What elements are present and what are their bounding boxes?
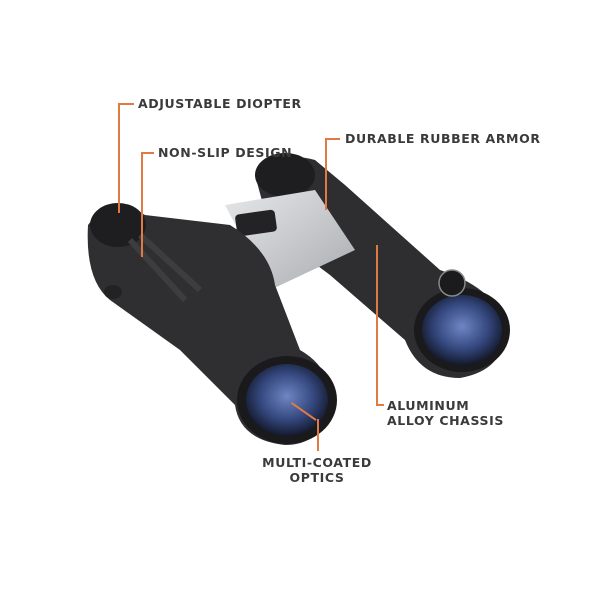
optics-callout-line (317, 419, 319, 451)
non-slip-callout-line (141, 152, 154, 154)
armor-callout-line (325, 138, 340, 140)
diopter-callout-line (118, 103, 120, 213)
callout-line1: MULTI-COATED (262, 455, 372, 470)
non-slip-callout-line (141, 152, 143, 257)
brand-badge-icon (438, 269, 466, 297)
strap-loop (104, 285, 122, 299)
callout-line1: ALUMINUM (387, 398, 470, 413)
callout-line2: OPTICS (289, 470, 345, 485)
chassis-callout-line (376, 404, 384, 406)
diopter-callout-line (118, 103, 134, 105)
callout-multi-coated-optics: MULTI-COATED OPTICS (262, 455, 372, 485)
callout-non-slip-design: NON-SLIP DESIGN (158, 145, 293, 160)
focus-wheel (235, 209, 277, 237)
callout-adjustable-diopter: ADJUSTABLE DIOPTER (138, 96, 302, 111)
armor-callout-line (325, 138, 327, 210)
left-barrel (87, 203, 337, 445)
callout-line2: ALLOY CHASSIS (387, 413, 504, 428)
callout-durable-rubber-armor: DURABLE RUBBER ARMOR (345, 131, 541, 146)
callout-aluminum-alloy-chassis: ALUMINUM ALLOY CHASSIS (387, 398, 504, 428)
chassis-callout-line (376, 245, 378, 405)
